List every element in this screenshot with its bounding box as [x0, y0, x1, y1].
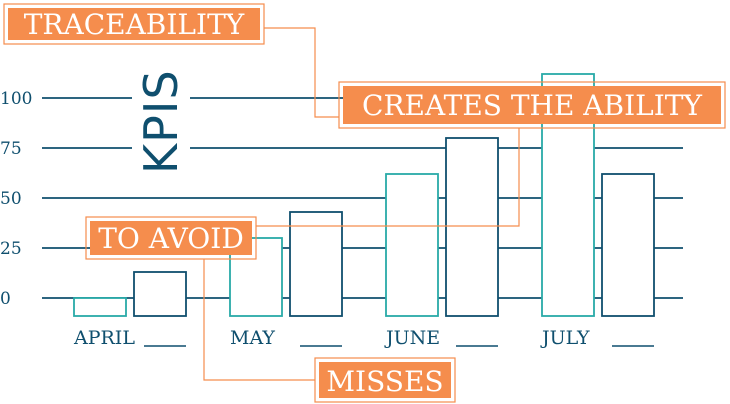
y-tick-label: 50 [0, 189, 22, 209]
y-axis-label-backing [132, 60, 190, 174]
y-tick-label: 0 [0, 289, 11, 309]
callout-connectors [203, 27, 520, 381]
month-label-april: APRIL [73, 327, 135, 349]
connector-line-1 [264, 27, 339, 118]
bar-navy-july [601, 173, 655, 317]
month-label-july: JULY [540, 327, 590, 349]
bar-navy-april [133, 271, 187, 317]
bar-teal-june [385, 173, 439, 317]
callout-creates-the-ability: CREATES THE ABILITY [338, 81, 726, 129]
connector-line-2 [256, 128, 520, 227]
callout-to-avoid: TO AVOID [85, 216, 257, 260]
y-tick-label: 25 [0, 239, 22, 259]
y-axis-label: KPIS [134, 69, 188, 174]
bar-navy-june [445, 137, 499, 317]
bar-navy-may [289, 211, 343, 317]
y-tick-labels: 0 25 50 75 100 [0, 89, 32, 309]
y-tick-label: 75 [0, 139, 22, 159]
bar-teal-april [73, 297, 127, 317]
connector-line-3 [203, 259, 315, 381]
callout-traceability-text: TRACEABILITY [24, 8, 245, 41]
callout-creates-the-ability-text: CREATES THE ABILITY [362, 89, 702, 122]
callout-misses-text: MISSES [326, 365, 443, 398]
month-labels: APRIL MAY JUNE JULY [73, 327, 654, 349]
y-tick-label: 100 [0, 89, 32, 109]
callout-misses: MISSES [314, 357, 456, 403]
month-label-may: MAY [230, 327, 275, 349]
month-label-june: JUNE [384, 327, 440, 349]
callout-traceability: TRACEABILITY [3, 3, 265, 45]
callout-to-avoid-text: TO AVOID [98, 222, 244, 255]
